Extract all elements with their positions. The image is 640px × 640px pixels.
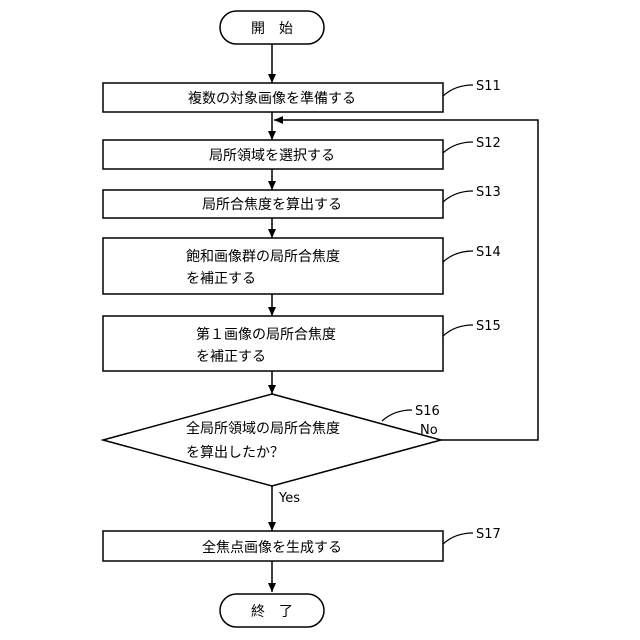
- s16-id: S16: [415, 404, 440, 419]
- s13-text: 局所合焦度を算出する: [202, 197, 342, 213]
- s13-leader: [443, 191, 473, 202]
- s16-diamond: [103, 394, 441, 486]
- start-terminal: 開 始: [220, 11, 324, 44]
- s11-text: 複数の対象画像を準備する: [188, 90, 356, 107]
- step-s15: 第１画像の局所合焦度 を補正する S15: [103, 316, 501, 371]
- s17-text: 全焦点画像を生成する: [202, 539, 342, 556]
- step-s17: 全焦点画像を生成する S17: [103, 527, 501, 561]
- s15-leader: [443, 325, 473, 336]
- s15-text-line1: 第１画像の局所合焦度: [196, 326, 336, 343]
- start-label: 開 始: [251, 21, 293, 37]
- s12-text: 局所領域を選択する: [209, 147, 335, 164]
- s16-text-line1: 全局所領域の局所合焦度: [186, 420, 340, 437]
- s15-id: S15: [476, 319, 501, 334]
- step-s12: 局所領域を選択する S12: [103, 136, 501, 169]
- s14-id: S14: [476, 245, 501, 260]
- s11-id: S11: [476, 79, 501, 94]
- s16-yes-label: Yes: [278, 491, 300, 506]
- s11-leader: [443, 85, 473, 96]
- s16-leader: [382, 410, 412, 421]
- s14-text-line2: を補正する: [186, 271, 256, 287]
- s17-leader: [443, 533, 473, 544]
- s16-text-line2: を算出したか？: [186, 445, 284, 461]
- step-s11: 複数の対象画像を準備する S11: [103, 79, 501, 112]
- end-terminal: 終 了: [220, 594, 324, 627]
- s12-leader: [443, 142, 473, 153]
- step-s13: 局所合焦度を算出する S13: [103, 185, 501, 218]
- end-label: 終 了: [251, 604, 293, 620]
- step-s14: 飽和画像群の局所合焦度 を補正する S14: [103, 238, 501, 294]
- s12-id: S12: [476, 136, 501, 151]
- s15-text-line2: を補正する: [196, 349, 266, 365]
- s14-text-line1: 飽和画像群の局所合焦度: [186, 248, 340, 265]
- s16-no-label: No: [420, 423, 438, 438]
- s14-box: [103, 238, 443, 294]
- s13-id: S13: [476, 185, 501, 200]
- s17-id: S17: [476, 527, 501, 542]
- s14-leader: [443, 251, 473, 262]
- s15-box: [103, 316, 443, 371]
